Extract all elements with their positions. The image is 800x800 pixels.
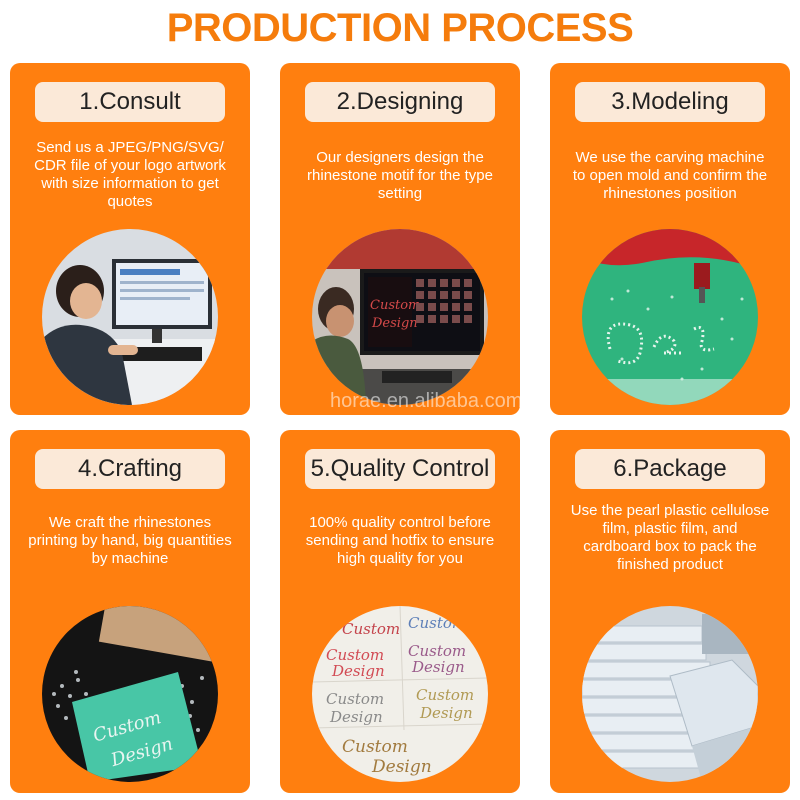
crafting-rhinestones-photo: Custom Design bbox=[42, 606, 218, 782]
svg-text:Custom: Custom bbox=[326, 646, 384, 664]
person-at-computer-photo bbox=[42, 229, 218, 405]
svg-text:Custom: Custom bbox=[342, 620, 400, 638]
carving-machine-photo bbox=[582, 229, 758, 405]
svg-text:Design: Design bbox=[371, 757, 432, 777]
step-description: Send us a JPEG/PNG/SVG/ CDR file of your… bbox=[34, 139, 226, 210]
step-card-designing: 2.Designing Our designers design the rhi… bbox=[280, 63, 520, 415]
step-label: 2.Designing bbox=[305, 82, 495, 122]
svg-text:Custom: Custom bbox=[326, 690, 384, 708]
step-card-consult: 1.Consult Send us a JPEG/PNG/SVG/ CDR fi… bbox=[10, 63, 250, 415]
step-label: 4.Crafting bbox=[35, 449, 225, 489]
svg-text:Design: Design bbox=[411, 658, 465, 676]
svg-text:Custom: Custom bbox=[416, 686, 474, 704]
svg-text:Custom: Custom bbox=[370, 298, 420, 313]
svg-text:Design: Design bbox=[329, 708, 383, 726]
svg-text:Custom: Custom bbox=[408, 614, 466, 632]
process-grid: 1.Consult Send us a JPEG/PNG/SVG/ CDR fi… bbox=[10, 63, 790, 793]
step-description: 100% quality control before sending and … bbox=[305, 514, 495, 567]
watermark: horae.en.alibaba.com bbox=[330, 390, 523, 412]
step-card-quality-control: 5.Quality Control 100% quality control b… bbox=[280, 430, 520, 793]
svg-text:Custom: Custom bbox=[342, 737, 408, 757]
step-card-crafting: 4.Crafting We craft the rhinestones prin… bbox=[10, 430, 250, 793]
svg-text:Design: Design bbox=[419, 704, 473, 722]
page-title: PRODUCTION PROCESS bbox=[166, 6, 634, 50]
step-description: We use the carving machine to open mold … bbox=[572, 149, 768, 202]
step-card-modeling: 3.Modeling We use the carving machine to… bbox=[550, 63, 790, 415]
package-boxes-photo bbox=[582, 606, 758, 782]
quality-control-photo: Custom Custom Custom Custom Design Desig… bbox=[312, 606, 488, 782]
step-description: We craft the rhinestones printing by han… bbox=[28, 514, 232, 567]
svg-text:Design: Design bbox=[331, 662, 385, 680]
step-description: Our designers design the rhinestone moti… bbox=[307, 149, 493, 202]
step-label: 5.Quality Control bbox=[305, 449, 495, 489]
designer-monitor-photo: Custom Design bbox=[312, 229, 488, 405]
svg-text:Design: Design bbox=[371, 316, 418, 331]
step-label: 6.Package bbox=[575, 449, 765, 489]
step-label: 1.Consult bbox=[35, 82, 225, 122]
svg-text:Custom: Custom bbox=[408, 642, 466, 660]
step-description: Use the pearl plastic cellulose film, pl… bbox=[570, 502, 770, 573]
step-card-package: 6.Package Use the pearl plastic cellulos… bbox=[550, 430, 790, 793]
step-label: 3.Modeling bbox=[575, 82, 765, 122]
